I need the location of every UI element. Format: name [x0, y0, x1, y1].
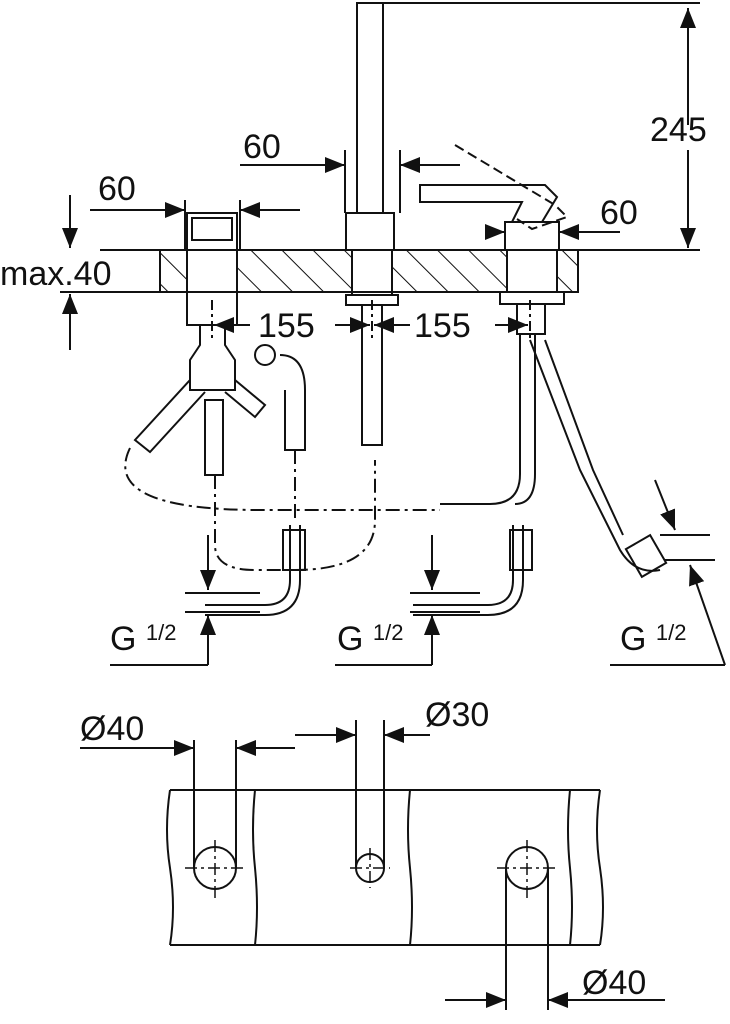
hole-left-diameter-label: Ø40 — [80, 710, 145, 748]
thread-type: G — [337, 620, 364, 658]
connection-left-label: G 1/2 — [110, 620, 177, 658]
height-label: 245 — [650, 111, 707, 149]
thread-type: G — [620, 620, 647, 658]
deck-thickness-label: max.40 — [0, 255, 112, 293]
deck-plan-view — [80, 720, 665, 1010]
spacing-left-label: 155 — [258, 307, 315, 345]
hole-center-diameter-label: Ø30 — [425, 696, 490, 734]
right-valve-width-label: 60 — [600, 194, 638, 232]
thread-size: 1/2 — [145, 620, 177, 645]
hole-right-diameter-label: Ø40 — [582, 964, 647, 1002]
spout-width-label: 60 — [243, 128, 281, 166]
spacing-right-label: 155 — [414, 307, 471, 345]
thread-size: 1/2 — [372, 620, 404, 645]
left-valve-width-label: 60 — [98, 170, 136, 208]
connection-right-label: G 1/2 — [620, 620, 687, 658]
right-valve — [419, 144, 668, 579]
connection-center-label: G 1/2 — [337, 620, 404, 658]
thread-type: G — [110, 620, 137, 658]
thread-size: 1/2 — [655, 620, 687, 645]
